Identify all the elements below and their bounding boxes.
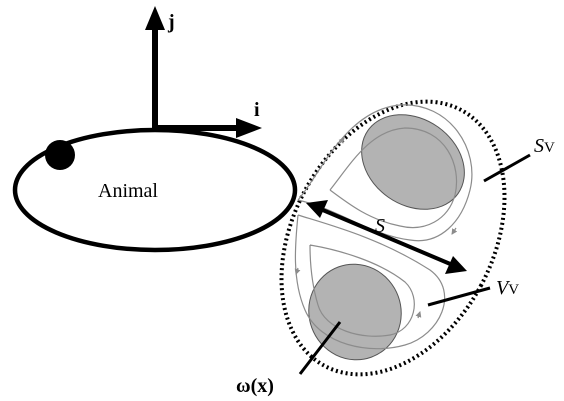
vorticity-label: ω(x) [236, 375, 274, 397]
streamline-lower-arrow-a [294, 267, 301, 275]
vortex-core-upper [361, 114, 465, 210]
j-axis-label: j [167, 11, 175, 33]
streamline-upper-arrow-a [338, 137, 345, 144]
i-axis-label: i [254, 99, 260, 121]
vortex-bubble-outline [279, 99, 507, 377]
animal-head-dot [45, 140, 75, 170]
streamline-lower-outer [294, 214, 446, 350]
vorticity-label-omega: ω [236, 375, 251, 397]
vv-leader-line [427, 286, 491, 307]
separation-label: S [375, 215, 385, 237]
animal-label: Animal [98, 180, 158, 202]
sv-leader-line [483, 153, 531, 183]
streamline-upper-arrow-b [451, 227, 458, 235]
vorticity-label-open: ( [251, 375, 258, 397]
animal-body-ellipse [12, 127, 298, 253]
vv-label: VV [496, 277, 519, 299]
vorticity-label-x: x [257, 375, 267, 397]
streamline-lower-arrow-b [415, 311, 422, 319]
streamline-upper-inner [329, 127, 458, 228]
vorticity-leader-line [298, 321, 342, 375]
i-axis-arrowhead [236, 118, 262, 138]
separation-arrowhead-right [445, 256, 467, 274]
vorticity-label-close: ) [267, 375, 274, 397]
j-axis-arrowhead [145, 6, 165, 30]
separation-arrowhead-left [306, 200, 328, 218]
separation-arrow-shaft [317, 206, 456, 268]
sv-label-subscript: V [544, 140, 555, 156]
sv-label-main: S [534, 135, 544, 157]
vv-label-main: V [496, 277, 511, 299]
sv-label: SV [534, 135, 555, 157]
vv-label-subscript: V [508, 282, 519, 298]
streamline-lower-inner [309, 244, 415, 337]
